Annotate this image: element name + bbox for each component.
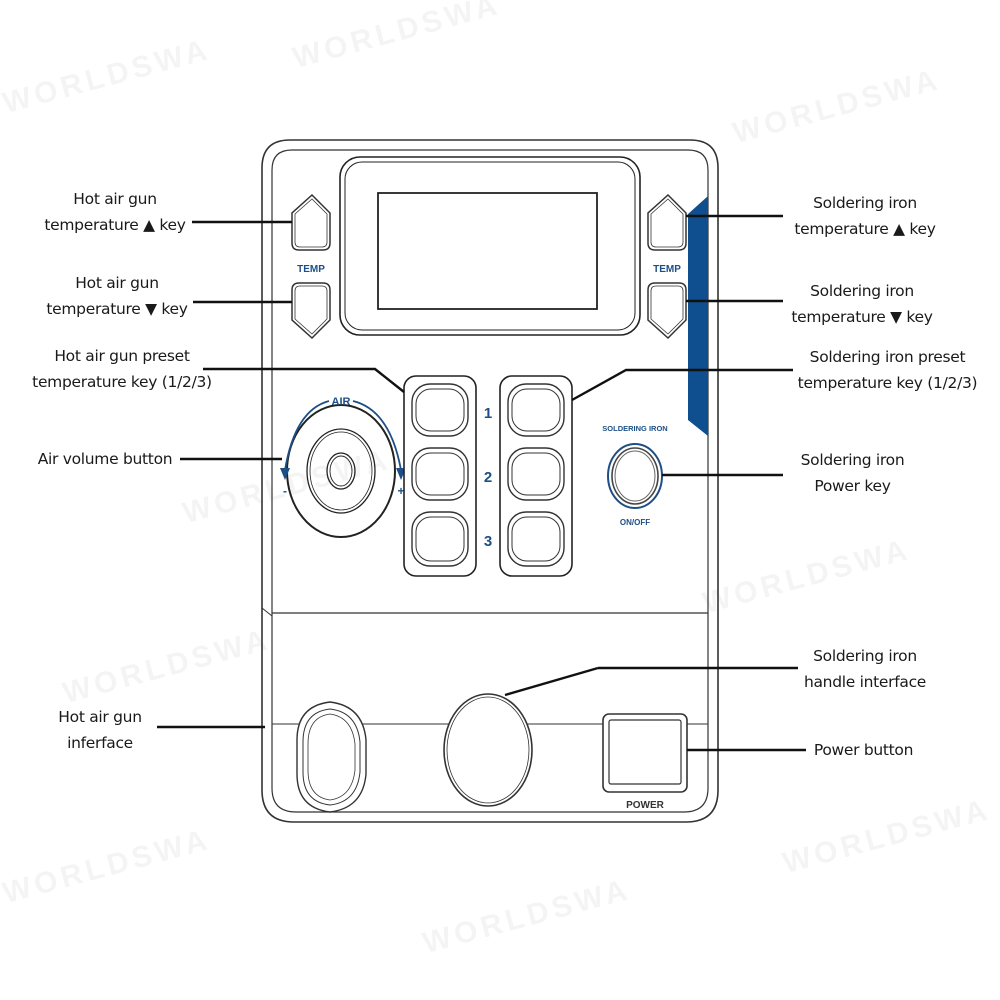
leader-lines (157, 214, 806, 752)
callout-line: temperature key (1/2/3) (32, 373, 212, 391)
callout-line: temperature ▲ key (794, 220, 936, 238)
callout-hot-air-interface: Hot air gun inferface (40, 704, 160, 756)
callout-line: handle interface (803, 673, 927, 691)
power-label: POWER (626, 800, 665, 811)
callout-line: Power button (813, 741, 914, 759)
callout-line: Hot air gun (73, 190, 157, 208)
callout-iron-power-key: Soldering iron Power key (780, 447, 925, 499)
air-label: AIR (332, 396, 351, 408)
accent-strip (688, 196, 708, 436)
air-volume-knob[interactable] (286, 404, 396, 538)
hot-air-preset-key-3[interactable] (411, 511, 469, 567)
hot-air-preset-key-1[interactable] (411, 383, 469, 437)
on-off-label: ON/OFF (620, 518, 650, 527)
callout-power-button: Power button (806, 737, 921, 763)
soldering-iron-handle-port[interactable] (443, 693, 533, 807)
callout-air-volume: Air volume button (30, 446, 180, 472)
callout-iron-temp-down: Soldering iron temperature ▼ key (777, 278, 947, 330)
callout-line: Soldering iron (813, 194, 917, 212)
callout-iron-temp-up: Soldering iron temperature ▲ key (780, 190, 950, 242)
callout-line: Soldering iron preset (809, 348, 966, 366)
callout-line: Hot air gun (58, 708, 142, 726)
hot-air-temp-up-key[interactable] (291, 193, 331, 251)
callout-line: temperature ▼ key (46, 300, 188, 318)
iron-temp-up-key[interactable] (647, 193, 687, 251)
lcd-screen (377, 192, 598, 310)
callout-line: temperature key (1/2/3) (797, 374, 978, 392)
iron-preset-keypad (499, 375, 573, 577)
hot-air-gun-port[interactable] (296, 701, 367, 813)
callout-hot-air-temp-down: Hot air gun temperature ▼ key (32, 270, 202, 322)
temp-label-left: TEMP (297, 264, 325, 275)
callout-line: Soldering iron (800, 451, 905, 469)
air-minus-label: - (283, 484, 287, 498)
callout-iron-handle-interface: Soldering iron handle interface (795, 643, 935, 695)
callout-line: inferface (67, 734, 133, 752)
callout-iron-preset: Soldering iron preset temperature key (1… (780, 344, 995, 396)
hot-air-preset-key-2[interactable] (411, 447, 469, 501)
callout-line: temperature ▼ key (791, 308, 933, 326)
air-decrease-arrow-icon (280, 468, 290, 480)
main-power-button[interactable] (602, 713, 688, 793)
callout-line: Air volume button (37, 450, 173, 468)
callout-line: Soldering iron (810, 282, 914, 300)
hot-air-temp-down-key[interactable] (291, 282, 331, 340)
display-bezel (339, 156, 641, 336)
callout-hot-air-preset: Hot air gun preset temperature key (1/2/… (22, 343, 222, 395)
iron-preset-key-1[interactable] (507, 383, 565, 437)
air-arrow-arc (284, 400, 402, 471)
preset-number-1: 1 (484, 405, 492, 422)
soldering-iron-label: SOLDERING IRON (602, 424, 667, 433)
air-plus-label: + (397, 484, 404, 498)
iron-preset-key-3[interactable] (507, 511, 565, 567)
iron-temp-down-key[interactable] (647, 282, 687, 340)
callout-line: temperature ▲ key (44, 216, 186, 234)
temp-label-right: TEMP (653, 264, 681, 275)
callout-hot-air-temp-up: Hot air gun temperature ▲ key (30, 186, 200, 238)
callout-line: Power key (814, 477, 891, 495)
iron-preset-key-2[interactable] (507, 447, 565, 501)
callout-line: Soldering iron (813, 647, 917, 665)
iron-power-key[interactable] (607, 443, 663, 509)
preset-number-3: 3 (484, 533, 492, 550)
callout-line: Hot air gun preset (54, 347, 190, 365)
callout-line: Hot air gun (75, 274, 159, 292)
preset-number-2: 2 (484, 469, 492, 486)
hot-air-preset-keypad (403, 375, 477, 577)
